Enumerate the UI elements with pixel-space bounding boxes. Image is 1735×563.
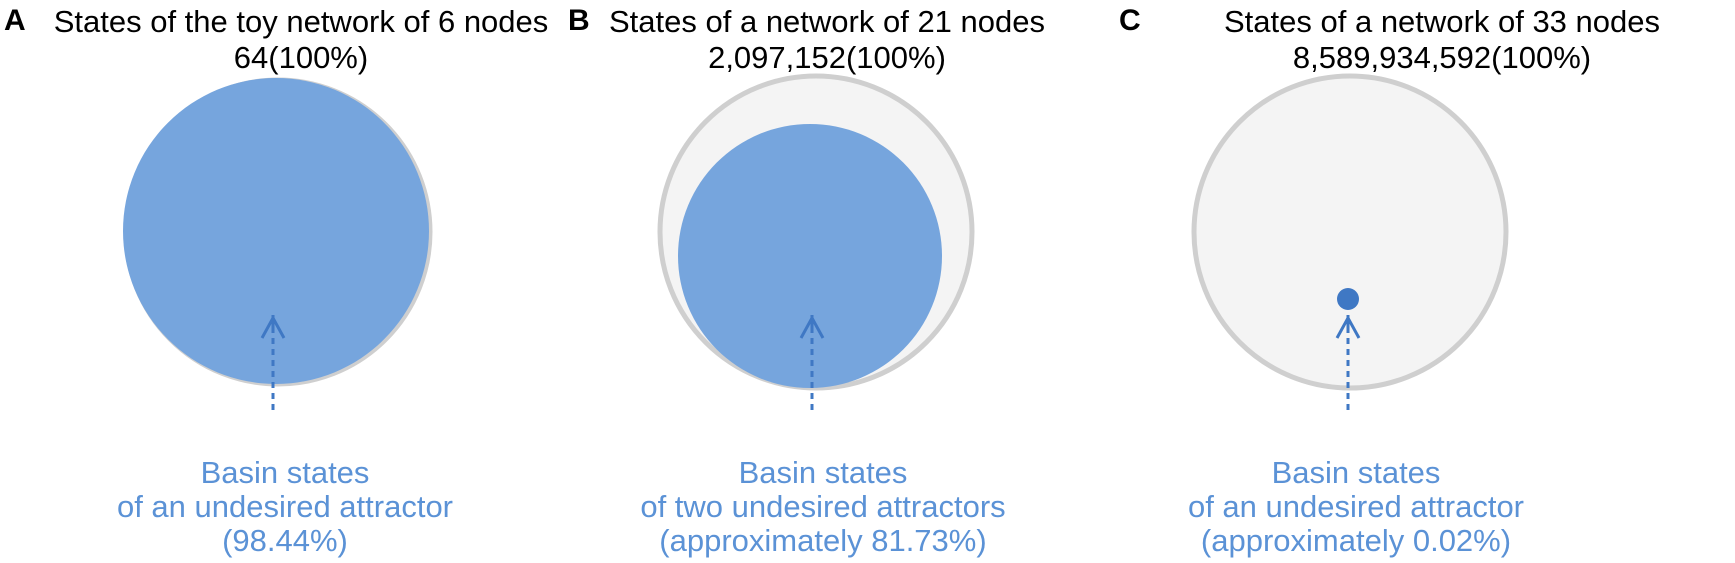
caption: Basin states of an undesired attractor (… [1067, 456, 1645, 558]
state-space-circle [1191, 73, 1509, 391]
caption-line-1: Basin states [738, 455, 908, 490]
title-line: States of a network of 33 nodes [1224, 4, 1660, 39]
panel-c: C States of a network of 33 nodes 8,589,… [1119, 0, 1735, 563]
arrow-head [260, 315, 286, 339]
basin-dot [1337, 288, 1359, 310]
caption-line-1: Basin states [1271, 455, 1441, 490]
panel-title: States of the toy network of 6 nodes 64(… [12, 4, 590, 76]
caption-line-3: (approximately 0.02%) [1200, 523, 1512, 558]
panel-letter: A [4, 4, 26, 37]
caption: Basin states of an undesired attractor (… [0, 456, 574, 558]
caption-line-1: Basin states [200, 455, 370, 490]
total-states-line: 64(100%) [233, 40, 369, 75]
caption-line-2: of two undesired attractors [640, 489, 1006, 524]
panel-letter: C [1119, 4, 1141, 37]
caption-line-3: (approximately 81.73%) [659, 523, 987, 558]
caption-line-2: of an undesired attractor [1187, 489, 1525, 524]
panel-title: States of a network of 21 nodes 2,097,15… [538, 4, 1116, 76]
total-states-line: 2,097,152(100%) [708, 40, 946, 75]
panel-letter: B [568, 4, 590, 37]
panel-a: A States of the toy network of 6 nodes 6… [0, 0, 578, 563]
title-line: States of the toy network of 6 nodes [53, 4, 549, 39]
panel-title: States of a network of 33 nodes 8,589,93… [1153, 4, 1731, 76]
caption: Basin states of two undesired attractors… [534, 456, 1112, 558]
title-line: States of a network of 21 nodes [609, 4, 1045, 39]
state-space-diagram [657, 73, 975, 415]
panel-b: B States of a network of 21 nodes 2,097,… [568, 0, 1156, 563]
caption-line-2: of an undesired attractor [116, 489, 454, 524]
basin-circle [123, 78, 429, 384]
state-space-diagram [123, 77, 433, 415]
basin-circle [678, 124, 942, 388]
caption-line-3: (98.44%) [222, 523, 348, 558]
state-space-diagram [1191, 73, 1509, 415]
arrow-head [1335, 315, 1361, 339]
arrow-head [799, 315, 825, 339]
total-states-line: 8,589,934,592(100%) [1292, 40, 1592, 75]
